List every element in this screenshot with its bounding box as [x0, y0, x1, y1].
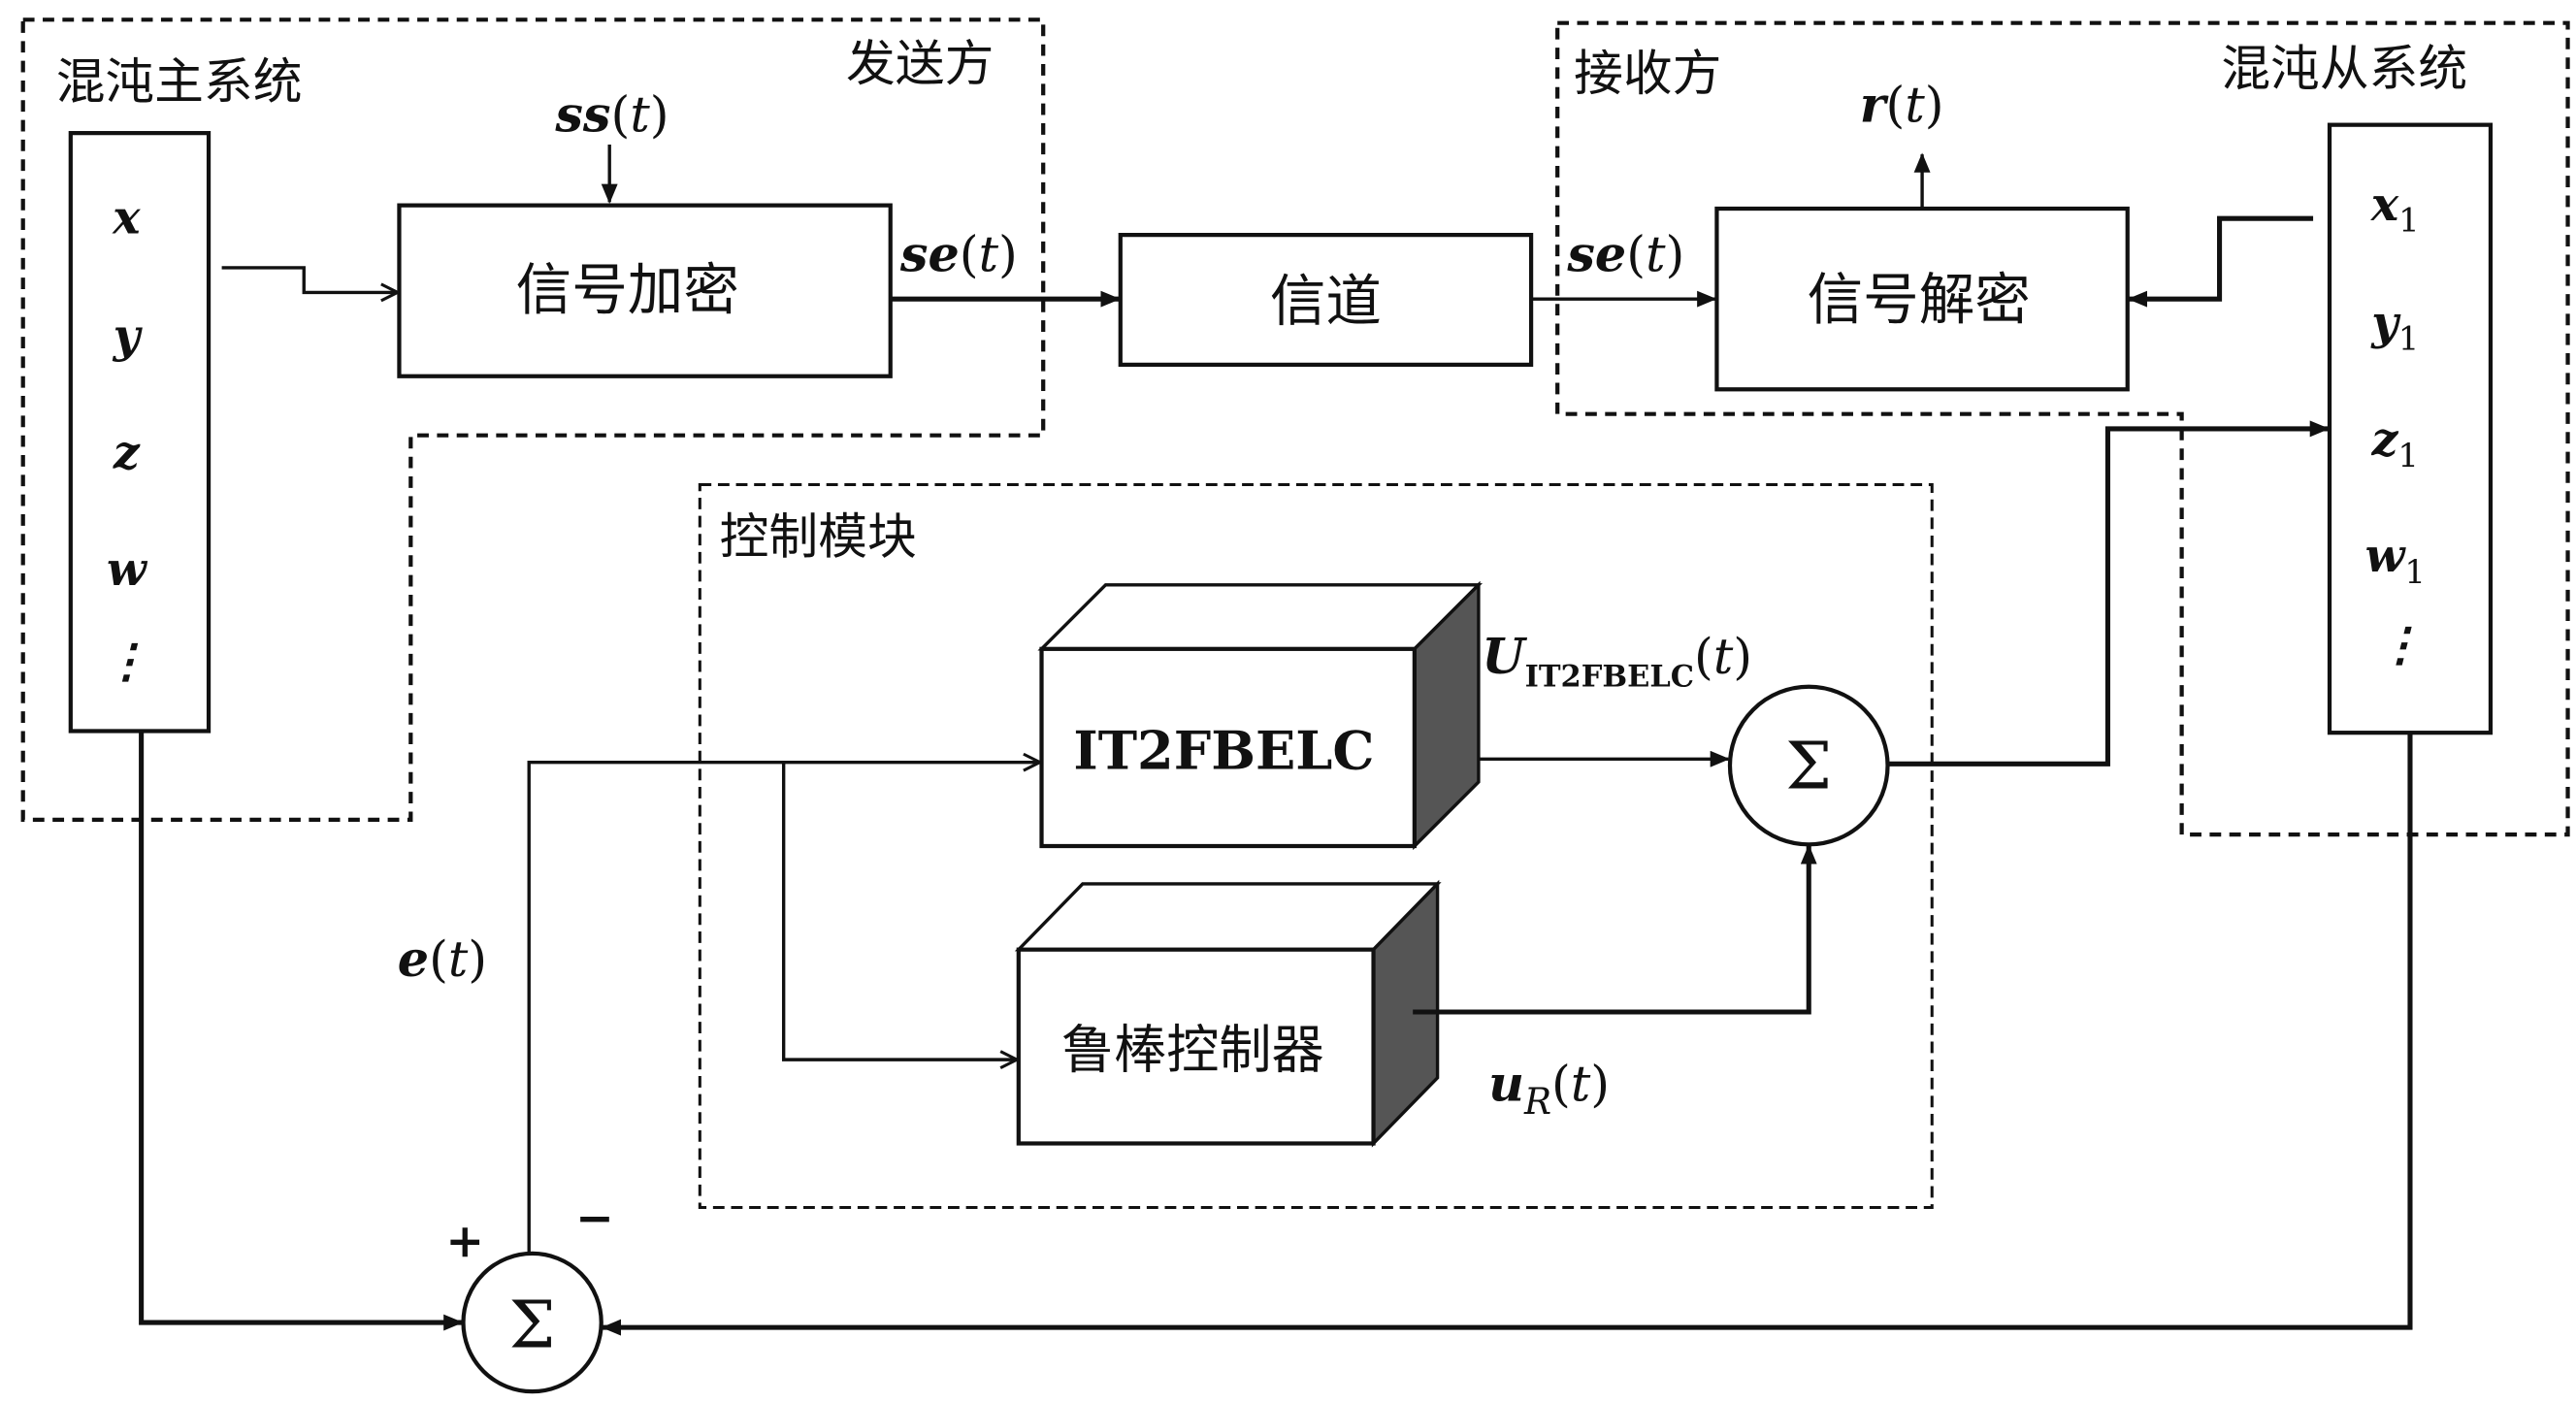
master-state-z: z — [113, 426, 141, 480]
sender-region-label: 发送方 — [846, 35, 994, 92]
wire-branch-to-robust — [781, 762, 1017, 1060]
decrypt-block[interactable]: 信号解密 — [1714, 206, 2130, 392]
wire-master-to-encrypt — [221, 266, 398, 292]
wire-robust-to-sum — [1413, 844, 1817, 1015]
wire-slave-to-error-sum — [601, 733, 2413, 1336]
control-module-label: 控制模块 — [720, 508, 917, 566]
master-state-x: x — [112, 190, 141, 245]
it2fbelc-label: IT2FBELC — [1073, 719, 1374, 781]
slave-state-x1: x1 — [2370, 178, 2420, 240]
encrypt-block[interactable]: 信号加密 — [397, 203, 893, 378]
robust-controller-label: 鲁棒控制器 — [1061, 1020, 1324, 1081]
master-system-box[interactable]: x y z w ⋮ — [68, 131, 212, 734]
master-system-title: 混沌主系统 — [56, 53, 303, 111]
encrypt-label: 信号加密 — [516, 257, 739, 322]
control-module-region — [698, 482, 1934, 1210]
slave-state-w1: w1 — [2365, 529, 2426, 591]
control-summer-sigma: Σ — [1785, 728, 1832, 804]
minus-sign: − — [575, 1191, 614, 1246]
error-summer-sigma: Σ — [509, 1286, 556, 1362]
error-summer[interactable]: Σ — [461, 1251, 603, 1394]
signal-u-it2fbelc: UIT2FBELC(t) — [1482, 627, 1752, 695]
signal-ss: ss(t) — [554, 84, 668, 143]
decrypt-label: 信号解密 — [1808, 267, 2031, 332]
slave-state-more: ⋮ — [2377, 618, 2423, 672]
master-state-more: ⋮ — [104, 635, 149, 689]
robust-controller-block[interactable]: 鲁棒控制器 — [1014, 879, 1442, 1148]
slave-system-box[interactable]: x1 y1 z1 w1 ⋮ — [2327, 122, 2494, 735]
signal-u-r: uR(t) — [1488, 1054, 1610, 1123]
wire-master-to-error-sum — [139, 733, 464, 1331]
channel-label: 信道 — [1270, 269, 1382, 334]
signal-e: e(t) — [398, 930, 487, 988]
signal-r: r(t) — [1860, 75, 1944, 133]
slave-system-title: 混沌从系统 — [2221, 40, 2467, 97]
receiver-region-border — [1555, 20, 2570, 837]
master-state-y: y — [113, 309, 144, 363]
wire-error-to-it2 — [527, 763, 1040, 1253]
receiver-region-label: 接收方 — [1574, 45, 1721, 102]
slave-state-z1: z1 — [2371, 412, 2419, 474]
signal-se-in: se(t) — [1566, 224, 1684, 282]
signal-se-out: se(t) — [899, 224, 1018, 282]
wire-slave-to-decrypt — [2127, 215, 2314, 308]
slave-state-y1: y1 — [2370, 296, 2419, 358]
master-state-w: w — [107, 542, 148, 597]
it2fbelc-block[interactable]: IT2FBELC — [1037, 580, 1484, 851]
plus-sign: + — [445, 1214, 484, 1268]
control-summer[interactable]: Σ — [1727, 684, 1890, 847]
wire-sum-to-slave — [1889, 420, 2331, 767]
channel-block[interactable]: 信道 — [1118, 233, 1534, 368]
sender-region-border — [20, 17, 1046, 823]
